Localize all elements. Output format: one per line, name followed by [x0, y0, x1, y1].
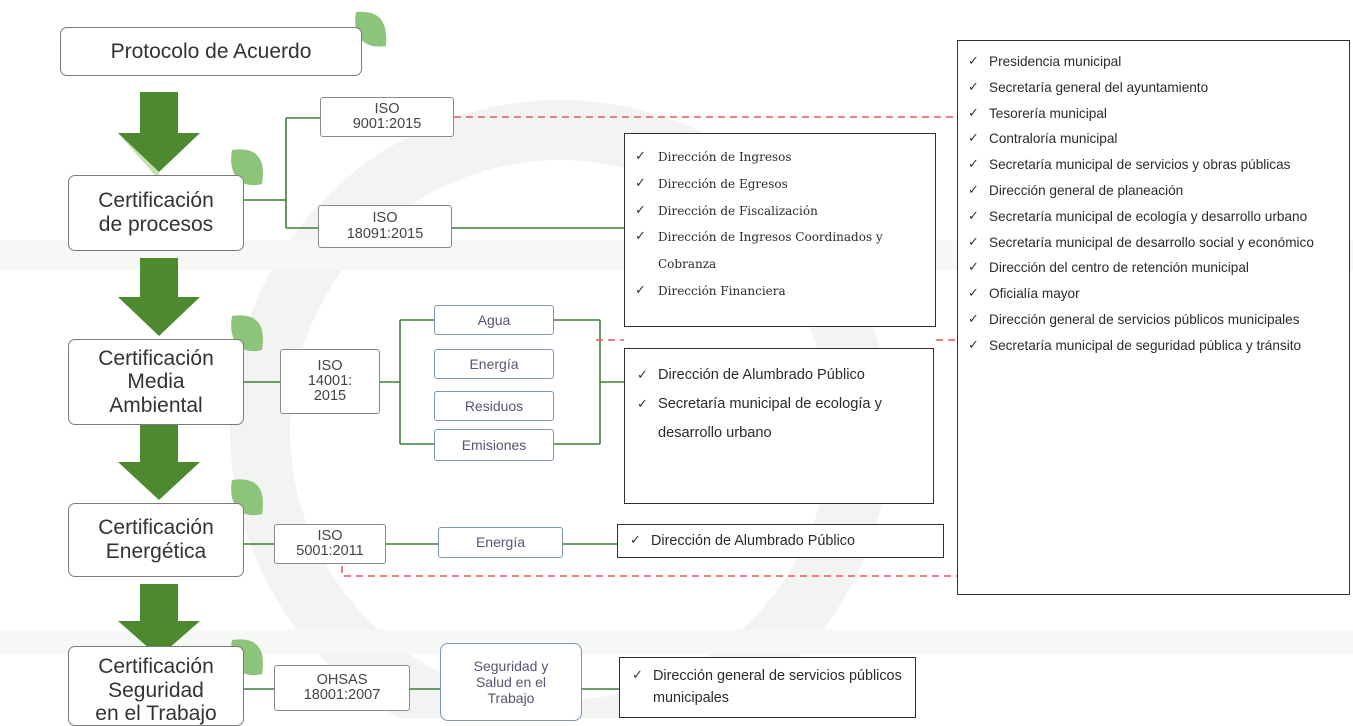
list-item: Dirección de Fiscalización — [631, 198, 929, 225]
list-item: Secretaría municipal de servicios y obra… — [962, 152, 1345, 178]
certificacion-procesos-box: Certificación de procesos — [68, 175, 244, 251]
list-item: Dirección de Ingresos Coordinados y Cobr… — [631, 224, 929, 278]
topic-energia: Energía — [434, 349, 554, 379]
protocolo-label: Protocolo de Acuerdo — [110, 39, 312, 63]
topic-energia-label: Energía — [469, 355, 519, 372]
seguridad-list: Dirección general de servicios públicos … — [619, 657, 916, 718]
down-arrow — [118, 258, 200, 336]
iso-14001-box: ISO 14001: 2015 — [280, 349, 380, 414]
certificacion-energetica-box: Certificación Energética — [68, 503, 244, 577]
certificacion-ambiental-label: Certificación Media Ambiental — [98, 346, 214, 417]
list-item: Dirección de Alumbrado Público — [631, 361, 927, 390]
red-dashed-connectors — [341, 116, 957, 577]
iso-18091-label: ISO 18091:2015 — [346, 210, 424, 242]
green-connectors — [244, 117, 624, 690]
iso-18091-box: ISO 18091:2015 — [318, 205, 452, 248]
list-item: Dirección de Alumbrado Público — [624, 531, 937, 551]
list-item: Secretaría general del ayuntamiento — [962, 75, 1345, 101]
leaf-icon — [355, 11, 387, 47]
certificacion-procesos-label: Certificación de procesos — [98, 189, 214, 236]
list-item: Presidencia municipal — [962, 49, 1345, 75]
dependencias-list: Presidencia municipal Secretaría general… — [957, 40, 1350, 595]
list-item: Dirección general de servicios públicos … — [626, 665, 909, 709]
topic-residuos-label: Residuos — [464, 397, 524, 414]
certificacion-seguridad-label: Certificación Seguridad en el Trabajo — [95, 655, 217, 726]
topic-energia-energetica: Energía — [438, 527, 563, 558]
list-item: Tesorería municipal — [962, 101, 1345, 127]
topic-seguridad-salud: Seguridad y Salud en el Trabajo — [440, 643, 582, 721]
list-item: Secretaría municipal de ecología y desar… — [631, 390, 927, 448]
list-item: Oficialía mayor — [962, 281, 1345, 307]
list-item: Dirección Financiera — [631, 278, 929, 305]
procesos-list: Dirección de Ingresos Dirección de Egres… — [624, 133, 936, 327]
iso-14001-label: ISO 14001: 2015 — [307, 357, 353, 405]
down-arrows — [118, 92, 200, 657]
topic-agua-label: Agua — [477, 311, 511, 328]
ohsas-18001-box: OHSAS 18001:2007 — [274, 665, 410, 711]
topic-emisiones-label: Emisiones — [461, 436, 527, 453]
list-item: Secretaría municipal de desarrollo socia… — [962, 230, 1345, 256]
iso-5001-label: ISO 5001:2011 — [296, 527, 364, 559]
topic-energia-energetica-label: Energía — [475, 534, 526, 551]
down-arrow — [118, 423, 200, 500]
topic-residuos: Residuos — [434, 391, 554, 421]
protocolo-box: Protocolo de Acuerdo — [60, 27, 362, 76]
energetica-list: Dirección de Alumbrado Público — [617, 524, 944, 558]
ambiental-list: Dirección de Alumbrado Público Secretarí… — [624, 348, 934, 504]
certificacion-energetica-label: Certificación Energética — [98, 516, 214, 563]
list-item: Secretaría municipal de ecología y desar… — [962, 204, 1345, 230]
down-arrow — [118, 92, 200, 180]
topic-seguridad-salud-label: Seguridad y Salud en el Trabajo — [473, 657, 549, 707]
list-item: Dirección general de servicios públicos … — [962, 307, 1345, 333]
list-item: Dirección del centro de retención munici… — [962, 255, 1345, 281]
iso-5001-box: ISO 5001:2011 — [274, 524, 386, 564]
list-item: Secretaría municipal de seguridad públic… — [962, 333, 1345, 359]
list-item: Dirección de Egresos — [631, 171, 929, 198]
list-item: Contraloría municipal — [962, 126, 1345, 152]
certificacion-ambiental-box: Certificación Media Ambiental — [68, 339, 244, 425]
iso-9001-label: ISO 9001:2015 — [352, 100, 422, 132]
ohsas-18001-label: OHSAS 18001:2007 — [303, 671, 381, 703]
list-item: Dirección general de planeación — [962, 178, 1345, 204]
list-item: Dirección de Ingresos — [631, 144, 929, 171]
topic-agua: Agua — [434, 305, 554, 335]
iso-9001-box: ISO 9001:2015 — [320, 97, 454, 137]
down-arrow — [118, 584, 200, 657]
certificacion-seguridad-box: Certificación Seguridad en el Trabajo — [68, 646, 244, 726]
topic-emisiones: Emisiones — [434, 429, 554, 461]
